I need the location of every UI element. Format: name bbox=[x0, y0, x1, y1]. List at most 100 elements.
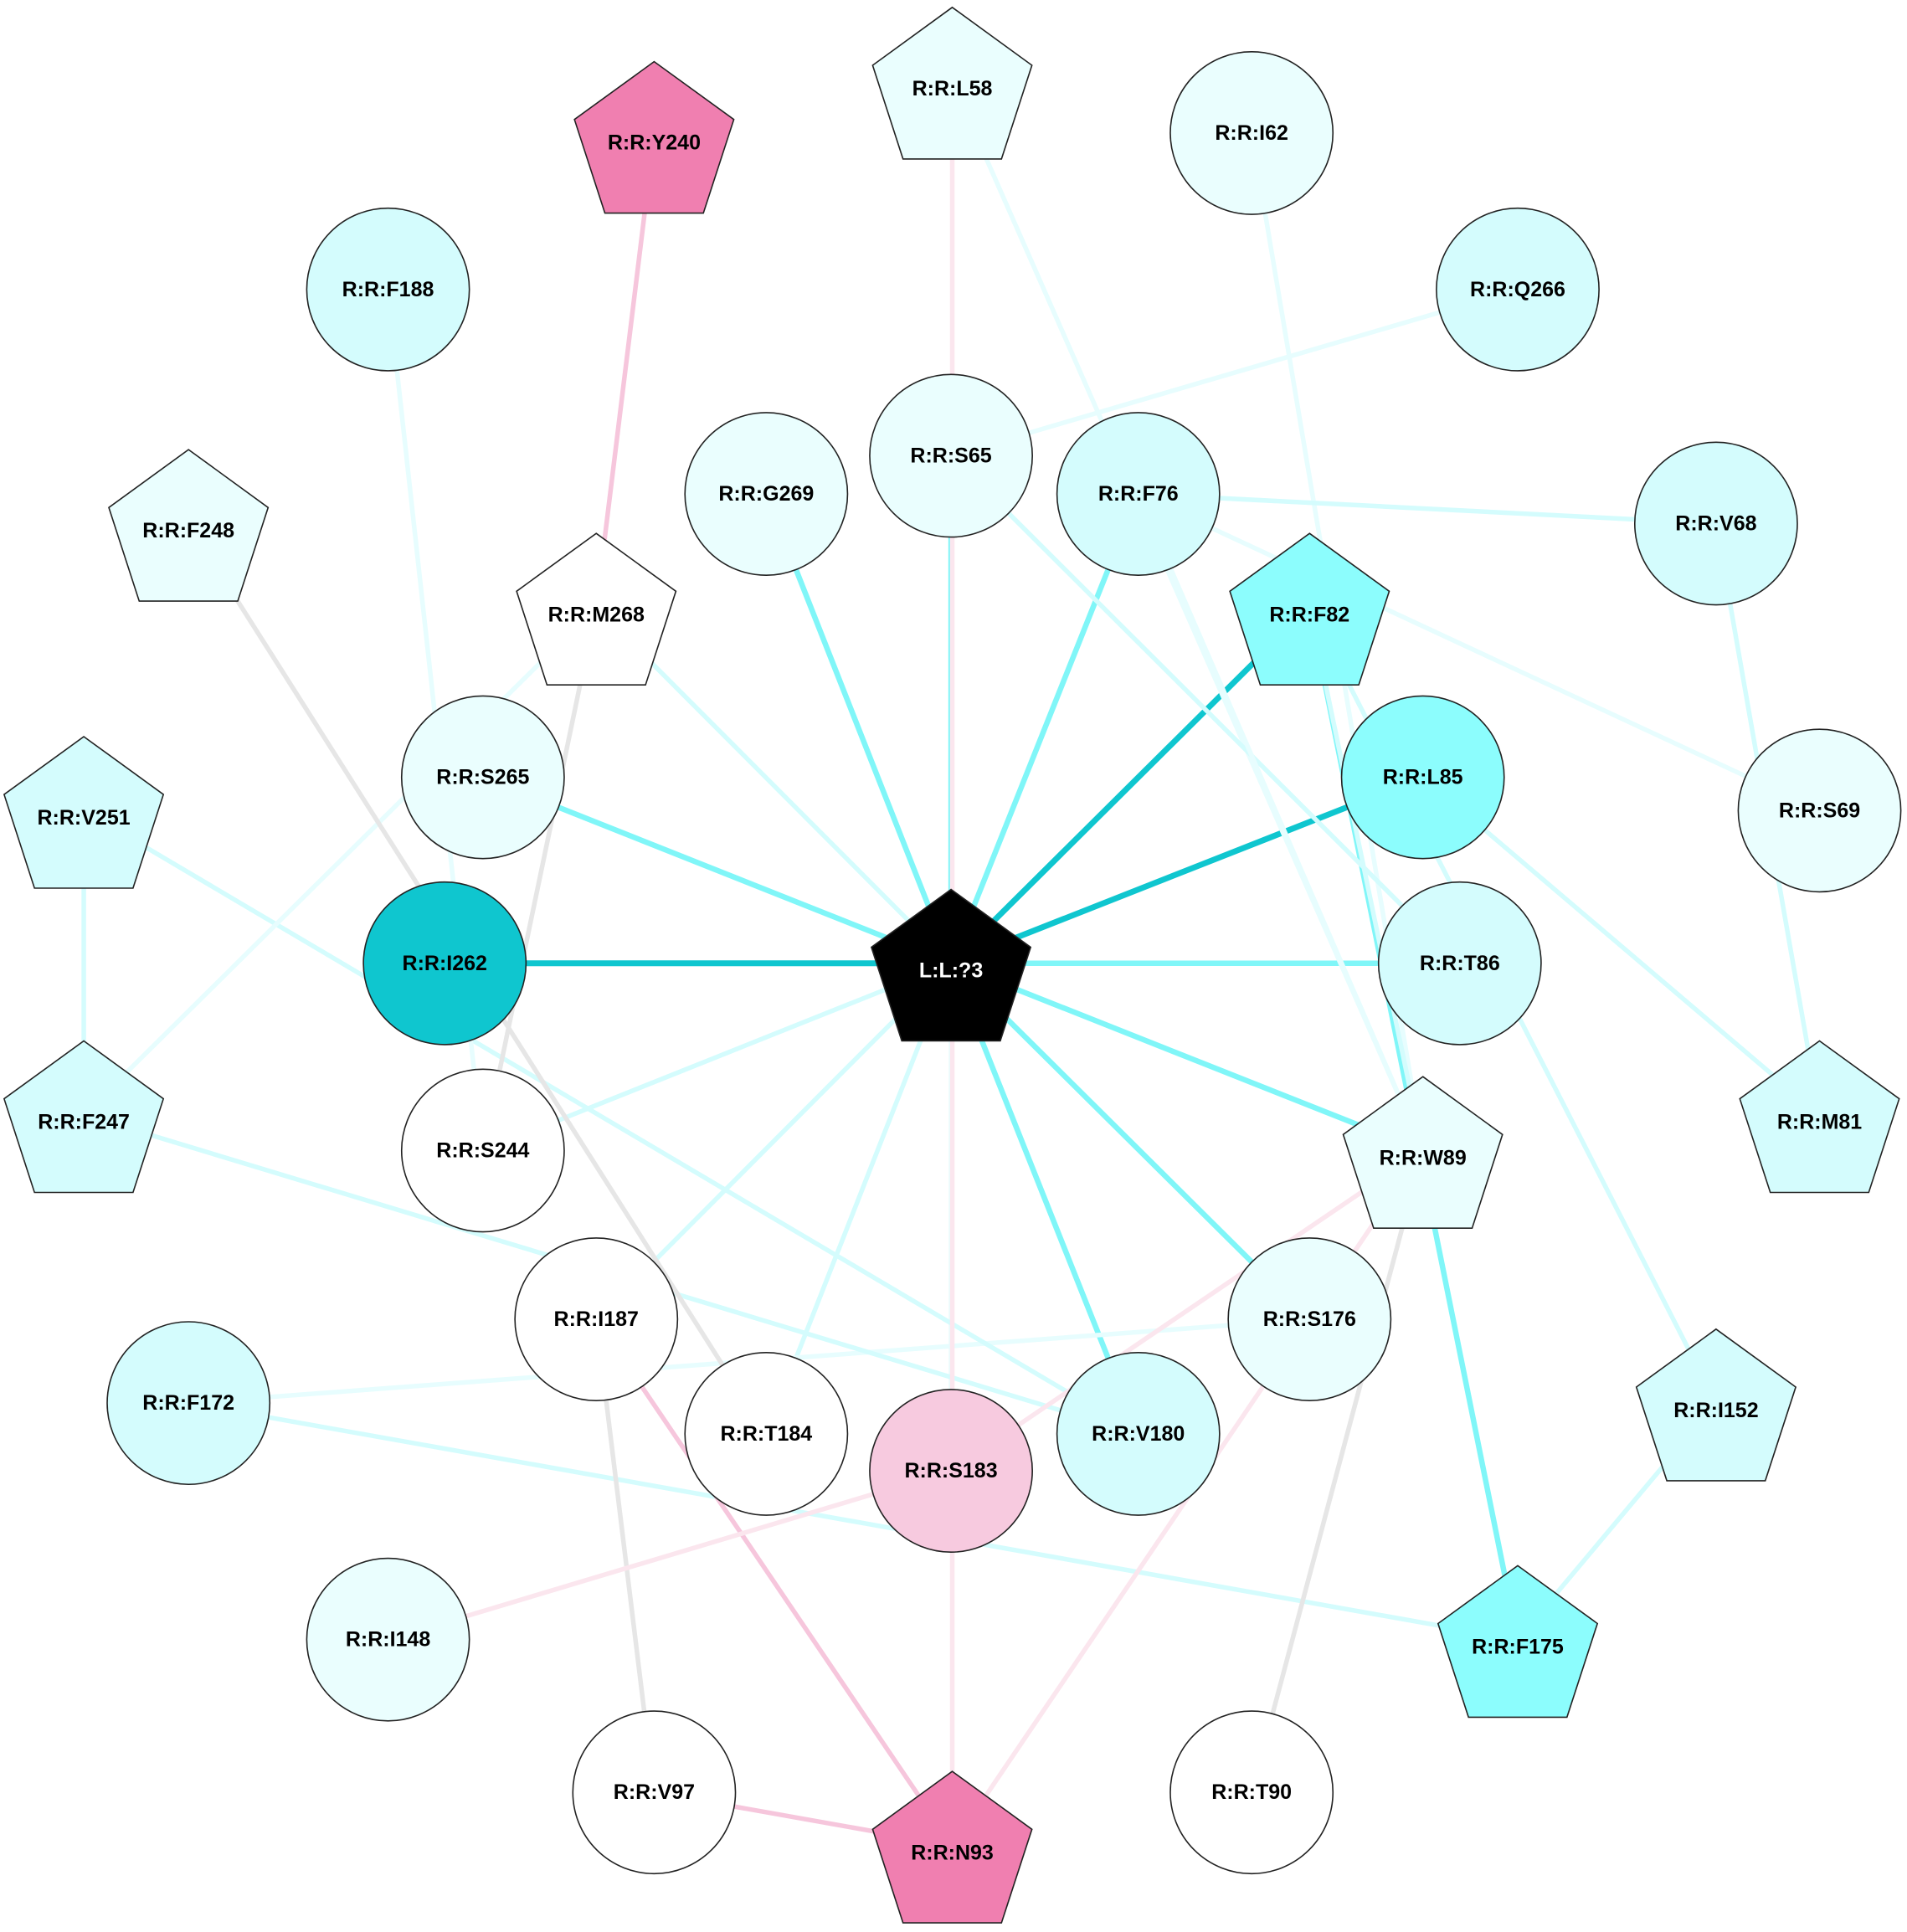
node-circle bbox=[400, 1068, 565, 1233]
node-r-r-f172[interactable]: R:R:F172 bbox=[106, 1321, 271, 1486]
node-r-r-q266[interactable]: R:R:Q266 bbox=[1436, 207, 1600, 372]
node-r-r-i262[interactable]: R:R:I262 bbox=[362, 881, 527, 1046]
node-label: R:R:V251 bbox=[37, 806, 130, 830]
node-r-r-t90[interactable]: R:R:T90 bbox=[1169, 1710, 1334, 1875]
edge-r-r-f76-r-r-w89 bbox=[1135, 491, 1426, 1154]
node-pentagon bbox=[1739, 1040, 1900, 1194]
node-pentagon bbox=[1635, 1328, 1797, 1482]
node-label: R:R:F172 bbox=[142, 1391, 234, 1415]
node-r-r-i62[interactable]: R:R:I62 bbox=[1169, 51, 1334, 215]
node-r-r-s69[interactable]: R:R:S69 bbox=[1737, 728, 1902, 893]
node-r-r-f188[interactable]: R:R:F188 bbox=[306, 207, 470, 372]
node-label: R:R:F247 bbox=[38, 1111, 130, 1134]
node-circle bbox=[514, 1237, 679, 1401]
node-pentagon bbox=[871, 1770, 1033, 1924]
node-label: R:R:S69 bbox=[1779, 799, 1860, 822]
edge-l-l-3-r-r-w89 bbox=[948, 960, 1426, 1154]
edge-r-r-s65-r-r-t86 bbox=[948, 453, 1462, 966]
node-label: R:R:S65 bbox=[910, 444, 991, 467]
node-r-r-s176[interactable]: R:R:S176 bbox=[1227, 1237, 1392, 1401]
node-circle bbox=[1340, 695, 1505, 860]
node-r-r-v68[interactable]: R:R:V68 bbox=[1633, 441, 1798, 606]
node-circle bbox=[1377, 881, 1542, 1046]
node-r-r-f175[interactable]: R:R:F175 bbox=[1437, 1565, 1599, 1719]
edge-r-r-f172-r-r-f175 bbox=[186, 1400, 1520, 1642]
edge-r-r-f247-r-r-m268 bbox=[81, 604, 599, 1118]
node-pentagon bbox=[1229, 532, 1390, 686]
node-r-r-s265[interactable]: R:R:S265 bbox=[400, 695, 565, 860]
edge-l-l-3-r-r-g269 bbox=[763, 491, 954, 967]
node-r-r-i148[interactable]: R:R:I148 bbox=[306, 1557, 470, 1722]
node-r-r-t184[interactable]: R:R:T184 bbox=[684, 1351, 849, 1516]
node-pentagon bbox=[516, 532, 677, 686]
node-r-r-i152[interactable]: R:R:I152 bbox=[1635, 1328, 1797, 1482]
node-label: R:R:F76 bbox=[1098, 482, 1179, 506]
node-r-r-m268[interactable]: R:R:M268 bbox=[516, 532, 677, 686]
edge-l-l-3-r-r-l85 bbox=[948, 774, 1426, 967]
node-label: R:R:T86 bbox=[1420, 952, 1500, 975]
node-r-r-y240[interactable]: R:R:Y240 bbox=[573, 60, 735, 214]
node-r-r-n93[interactable]: R:R:N93 bbox=[871, 1770, 1033, 1924]
node-label: R:R:I262 bbox=[403, 952, 487, 975]
node-r-r-m81[interactable]: R:R:M81 bbox=[1739, 1040, 1900, 1194]
edge-r-r-s183-r-r-i148 bbox=[385, 1468, 954, 1642]
node-label: R:R:V97 bbox=[614, 1780, 695, 1804]
node-circle bbox=[869, 1389, 1033, 1553]
node-r-r-v251[interactable]: R:R:V251 bbox=[3, 736, 165, 889]
node-label: R:R:S176 bbox=[1263, 1308, 1356, 1331]
node-label: R:R:S183 bbox=[904, 1459, 997, 1482]
node-label: R:R:Y240 bbox=[608, 131, 701, 155]
node-label: R:R:T184 bbox=[720, 1422, 812, 1446]
node-circle bbox=[869, 373, 1033, 538]
node-r-r-v97[interactable]: R:R:V97 bbox=[572, 1710, 737, 1875]
node-pentagon bbox=[1342, 1076, 1503, 1229]
node-label: R:R:F188 bbox=[342, 278, 434, 301]
node-circle bbox=[1633, 441, 1798, 606]
edge-r-r-i187-r-r-n93 bbox=[594, 1317, 955, 1848]
node-label: R:R:I187 bbox=[554, 1308, 639, 1331]
node-r-r-v180[interactable]: R:R:V180 bbox=[1056, 1351, 1221, 1516]
edge-l-l-3-r-r-f82 bbox=[948, 604, 1313, 967]
edge-l-l-3-r-r-s265 bbox=[480, 774, 954, 967]
node-circle bbox=[306, 1557, 470, 1722]
node-circle bbox=[1056, 412, 1221, 577]
node-pentagon bbox=[871, 6, 1033, 160]
node-circle bbox=[1056, 1351, 1221, 1516]
node-circle bbox=[362, 881, 527, 1046]
node-r-r-l85[interactable]: R:R:L85 bbox=[1340, 695, 1505, 860]
edge-r-r-q266-r-r-s65 bbox=[948, 287, 1520, 459]
node-label: R:R:S265 bbox=[436, 766, 529, 789]
node-r-r-f248[interactable]: R:R:F248 bbox=[108, 449, 270, 602]
node-r-r-f82[interactable]: R:R:F82 bbox=[1229, 532, 1390, 686]
node-label: R:R:F175 bbox=[1472, 1635, 1564, 1658]
node-label: R:R:L85 bbox=[1383, 766, 1463, 789]
edge-r-r-w89-r-r-t90 bbox=[1249, 1148, 1426, 1795]
edge-r-r-f76-r-r-s69 bbox=[1135, 491, 1822, 814]
node-label: R:R:T90 bbox=[1211, 1780, 1292, 1804]
node-label: R:R:I62 bbox=[1215, 121, 1288, 145]
node-r-r-g269[interactable]: R:R:G269 bbox=[684, 412, 849, 577]
node-r-r-i187[interactable]: R:R:I187 bbox=[514, 1237, 679, 1401]
node-r-r-s65[interactable]: R:R:S65 bbox=[869, 373, 1033, 538]
node-circle bbox=[1436, 207, 1600, 372]
node-pentagon bbox=[870, 888, 1032, 1042]
edge-r-r-v251-r-r-v180 bbox=[81, 808, 1141, 1436]
node-label: R:R:I152 bbox=[1673, 1399, 1758, 1422]
node-r-r-s244[interactable]: R:R:S244 bbox=[400, 1068, 565, 1233]
node-pentagon bbox=[573, 60, 735, 214]
node-r-r-f247[interactable]: R:R:F247 bbox=[3, 1040, 165, 1194]
node-l-l-3[interactable]: L:L:?3 bbox=[870, 888, 1032, 1042]
node-r-r-s183[interactable]: R:R:S183 bbox=[869, 1389, 1033, 1553]
node-r-r-t86[interactable]: R:R:T86 bbox=[1377, 881, 1542, 1046]
edge-l-l-3-r-r-v180 bbox=[948, 960, 1141, 1437]
node-circle bbox=[106, 1321, 271, 1486]
node-label: R:R:L58 bbox=[912, 77, 993, 100]
node-r-r-f76[interactable]: R:R:F76 bbox=[1056, 412, 1221, 577]
node-pentagon bbox=[3, 736, 165, 889]
node-r-r-l58[interactable]: R:R:L58 bbox=[871, 6, 1033, 160]
node-r-r-w89[interactable]: R:R:W89 bbox=[1342, 1076, 1503, 1229]
node-pentagon bbox=[108, 449, 270, 602]
node-circle bbox=[684, 412, 849, 577]
